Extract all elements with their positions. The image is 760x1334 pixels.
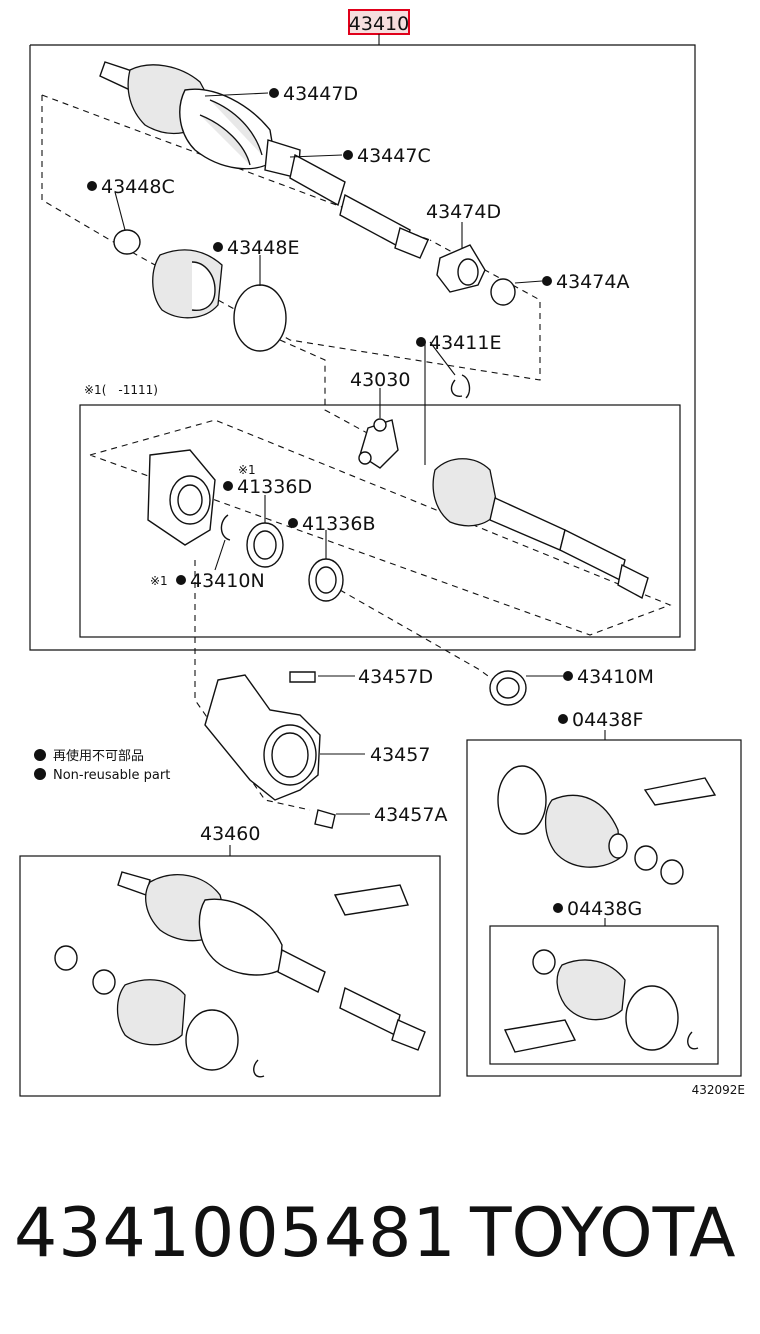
assembly-43460: 43460 bbox=[19, 823, 441, 1097]
callout-43474A[interactable]: 43474A bbox=[556, 271, 629, 293]
callout-04438F[interactable]: 04438F bbox=[572, 709, 643, 731]
callout-43410N[interactable]: 43410N bbox=[190, 570, 265, 592]
callout-43448E[interactable]: 43448E bbox=[227, 237, 299, 259]
big-clamp-drawing bbox=[233, 284, 287, 352]
inner-frame-note: ※1( -1111) bbox=[84, 383, 158, 397]
callout-43448C[interactable]: 43448C bbox=[101, 176, 175, 198]
damper-drawing bbox=[436, 244, 486, 293]
inner-joint-drawing bbox=[358, 418, 649, 600]
frame-43460 bbox=[19, 855, 441, 1097]
legend: 再使用不可部品 Non-reusable part bbox=[34, 748, 170, 783]
header-part-group[interactable]: 43410 bbox=[348, 9, 410, 45]
explode-guide-inner bbox=[89, 419, 672, 636]
callout-43460[interactable]: 43460 bbox=[200, 823, 260, 845]
outer-joint-shaft-drawing bbox=[99, 61, 429, 259]
bearing-bracket-drawing bbox=[147, 449, 216, 546]
frame-04438G bbox=[489, 925, 719, 1065]
callout-41336D[interactable]: 41336D bbox=[237, 476, 312, 498]
footer-part-number: 4341005481 bbox=[14, 1194, 457, 1273]
callouts: 43447D 43447C 43448C 43448E 43474D 43474… bbox=[87, 83, 654, 826]
boot-kit-04438F: 04438F 04438G bbox=[466, 709, 742, 1077]
callout-41336B[interactable]: 41336B bbox=[302, 513, 375, 535]
bolt-43457A-drawing bbox=[314, 809, 336, 829]
callout-04438G[interactable]: 04438G bbox=[567, 898, 642, 920]
header-part-label[interactable]: 43410 bbox=[349, 13, 409, 35]
note-mark-43410N: ※1 bbox=[150, 574, 168, 588]
snap-ring-43410N-drawing bbox=[220, 514, 231, 541]
footer: 4341005481 TOYOTA bbox=[0, 1180, 760, 1290]
note-mark-41336D: ※1 bbox=[238, 463, 256, 477]
callout-43457A[interactable]: 43457A bbox=[374, 804, 447, 826]
callout-43457D[interactable]: 43457D bbox=[358, 666, 433, 688]
callout-43030[interactable]: 43030 bbox=[350, 369, 410, 391]
frame-04438F bbox=[466, 739, 742, 1077]
clip-43474A-drawing bbox=[490, 278, 516, 306]
callout-43447D[interactable]: 43447D bbox=[283, 83, 358, 105]
callout-43411E[interactable]: 43411E bbox=[429, 332, 501, 354]
main-frame bbox=[29, 44, 696, 651]
callout-43410M[interactable]: 43410M bbox=[577, 666, 654, 688]
legend-en: Non-reusable part bbox=[53, 768, 170, 783]
inner-boot-drawing bbox=[152, 249, 223, 319]
drawing-code: 432092E bbox=[692, 1083, 745, 1097]
explode-guide-mid bbox=[279, 339, 381, 441]
callout-43447C[interactable]: 43447C bbox=[357, 145, 431, 167]
callout-43457[interactable]: 43457 bbox=[370, 744, 430, 766]
bracket-43457-drawing bbox=[204, 674, 321, 801]
bolt-43457D-drawing bbox=[289, 671, 316, 683]
explode-guide-upper bbox=[41, 95, 541, 381]
clamp-43448C-drawing bbox=[113, 229, 141, 255]
legend-jp: 再使用不可部品 bbox=[53, 748, 144, 764]
snap-ring-43411E-drawing bbox=[450, 374, 471, 399]
exploded-parts-diagram: 43410 ※1( -1111) bbox=[19, 9, 745, 1097]
callout-43474D[interactable]: 43474D bbox=[426, 201, 501, 223]
footer-brand: TOYOTA bbox=[470, 1194, 736, 1273]
